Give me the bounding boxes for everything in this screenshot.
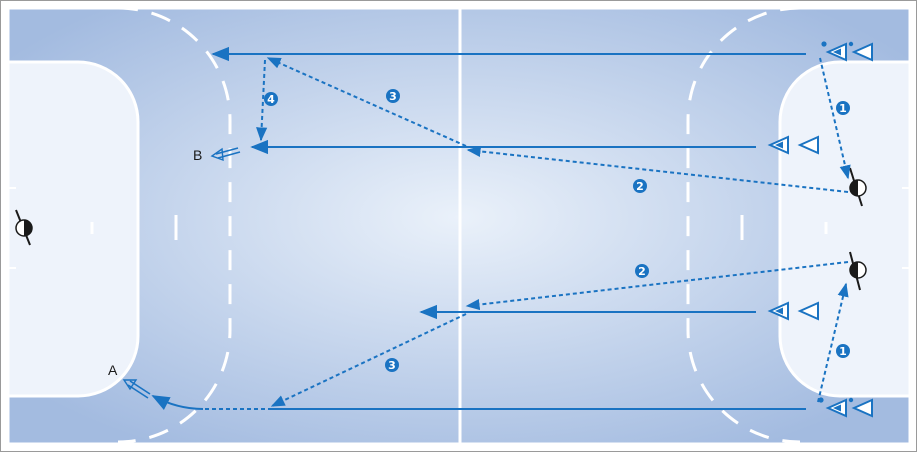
right-goalkeeper-bottom-icon [849, 251, 867, 291]
right-goalkeeper-top-icon [849, 167, 867, 207]
double-arrow-a [122, 379, 151, 399]
svg-text:1: 1 [839, 345, 847, 358]
right-free-throw-line [686, 6, 801, 444]
pass-3-bottom [270, 313, 467, 407]
step-badge-top-2: 2 [633, 179, 647, 193]
step-badge-top-4: 4 [264, 92, 278, 106]
player-icon-bottom-a [818, 397, 847, 418]
point-a-label: A [108, 362, 118, 378]
svg-text:2: 2 [638, 265, 646, 278]
left-goalkeeper-icon [15, 209, 33, 246]
pass-3-top [266, 57, 467, 147]
svg-text:3: 3 [389, 90, 397, 103]
left-goal-area [6, 60, 140, 398]
svg-text:4: 4 [267, 93, 275, 106]
step-badge-bottom-2: 2 [635, 264, 649, 278]
player-icon-top-a [821, 41, 847, 62]
pass-4-top [256, 59, 268, 142]
ball-icon [818, 397, 824, 403]
pass-2-top [466, 145, 849, 193]
step-badge-bottom-3: 3 [385, 358, 399, 372]
shot-arrow-to-a [151, 395, 204, 410]
pass-2-bottom [465, 261, 849, 311]
step-badge-top-1: 1 [836, 101, 850, 115]
svg-text:1: 1 [839, 102, 847, 115]
svg-text:2: 2 [636, 180, 644, 193]
point-b-label: B [193, 147, 202, 163]
pass-1-bottom [817, 282, 849, 403]
player-bottom-pair [818, 397, 873, 418]
left-free-throw-line [117, 6, 232, 444]
step-badge-top-3: 3 [386, 89, 400, 103]
player-icon-top-b [848, 41, 873, 62]
player-top-pair [821, 41, 873, 62]
step-badge-bottom-1: 1 [836, 344, 850, 358]
player-lower-middle-pair [767, 301, 819, 321]
shot-arrow-to-b [210, 147, 241, 162]
player-icon-bottom-b [848, 397, 873, 418]
svg-text:3: 3 [388, 359, 396, 372]
player-upper-middle-pair [767, 135, 819, 155]
ball-icon [821, 41, 827, 47]
